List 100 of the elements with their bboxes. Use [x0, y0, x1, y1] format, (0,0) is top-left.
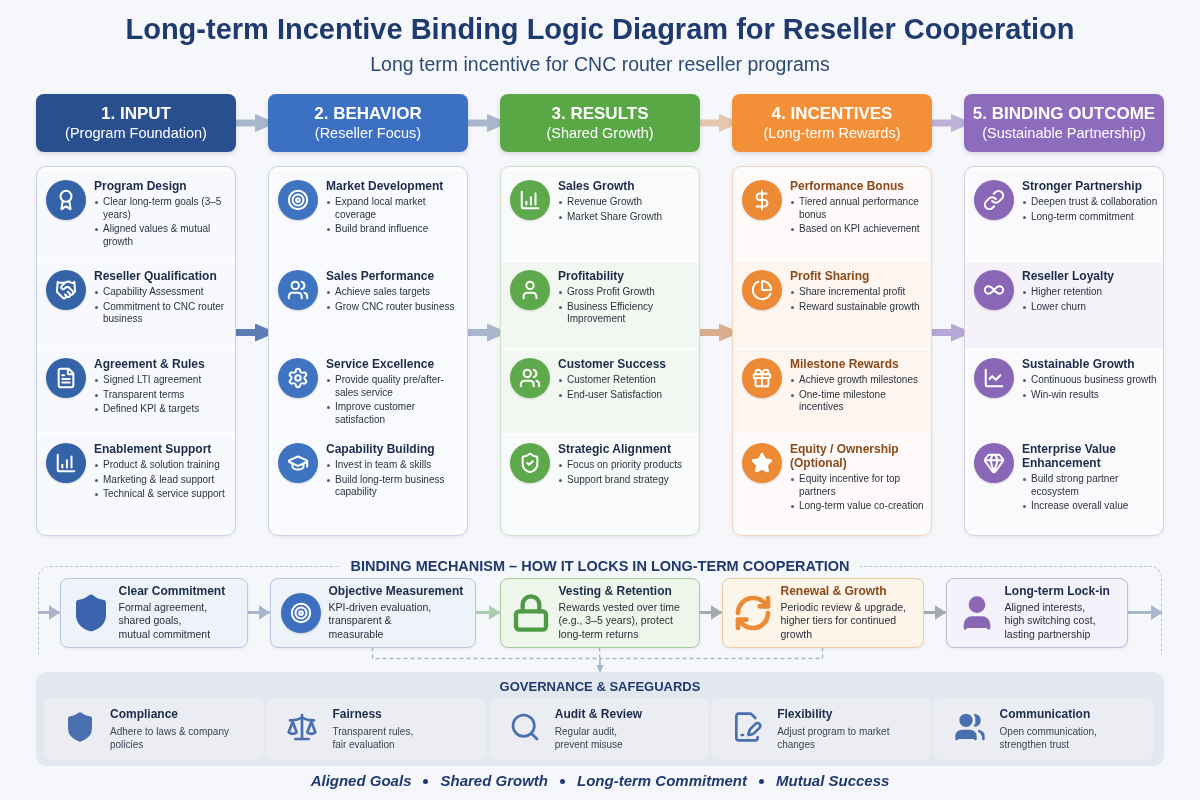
mechanism-box	[499, 577, 700, 648]
item-description: Open communication, strengthen trust	[999, 725, 1098, 751]
bullet-text: Revenue Growth	[558, 196, 643, 209]
item-row	[269, 435, 467, 531]
bullet-text: Tiered annual performance bonus	[790, 196, 927, 221]
item-title: Capability Building	[326, 442, 435, 456]
governance-panel	[36, 672, 1164, 766]
column-title: 5. BINDING OUTCOME	[972, 102, 1156, 125]
item-description: Regular audit, prevent misuse	[554, 725, 624, 751]
box-title: Renewal & Growth	[780, 583, 887, 599]
bullet-text: Continuous business growth	[1022, 374, 1157, 387]
bullet-text: Gross Profit Growth	[558, 286, 655, 299]
item-title: Strategic Alignment	[558, 442, 671, 456]
column-subtitle: (Program Foundation)	[65, 124, 207, 144]
item-row	[965, 350, 1163, 433]
column-title: 1. INPUT	[101, 102, 171, 125]
bullet-text: Build brand influence	[326, 223, 429, 236]
item-title: Reseller Loyalty	[1022, 269, 1115, 283]
bullet-text: Expand local market coverage	[326, 196, 463, 221]
tagline-text: Mutual Success	[776, 771, 890, 791]
column-panel	[732, 166, 932, 536]
item-title: Compliance	[110, 707, 178, 722]
column-panel	[268, 166, 468, 536]
bullet-text: Business Efficiency Improvement	[558, 300, 695, 326]
bullet-text: Marketing & lead support	[94, 473, 215, 486]
item-row	[501, 262, 699, 348]
bullet-text: Commitment to CNC router business	[94, 300, 231, 326]
column-panel	[964, 166, 1164, 536]
item-row	[965, 262, 1163, 348]
bullet-text: Share incremental profit	[790, 286, 906, 299]
bullet-text: End-user Satisfaction	[558, 388, 663, 401]
item-title: Enablement Support	[94, 442, 212, 456]
bullet-text: Capability Assessment	[94, 286, 204, 299]
column-header	[732, 94, 932, 152]
item-row	[733, 350, 931, 433]
subtitle: Long term incentive for CNC router reseller programs	[370, 53, 830, 77]
bullet-text: Product & solution training	[94, 459, 220, 472]
bullet-text: Invest in team & skills	[326, 459, 432, 472]
item-row	[37, 262, 235, 348]
bullet-text: Technical & service support	[94, 488, 225, 501]
column-panel	[500, 166, 700, 536]
box-title: Clear Commitment	[118, 583, 226, 599]
item-row	[733, 172, 931, 260]
bullet-text: Support brand strategy	[558, 473, 669, 486]
bullet-text: Grow CNC router business	[326, 300, 455, 313]
box-description: Rewards vested over time (e.g., 3–5 years), protect long-term returns	[558, 600, 681, 642]
bullet-text: Win-win results	[1022, 388, 1099, 401]
item-title: Fairness	[332, 707, 382, 722]
item-title: Program Design	[94, 179, 187, 193]
bullet-text: One-time milestone incentives	[790, 388, 927, 414]
bullet-text: Long-term value co-creation	[790, 500, 924, 513]
column-title: 3. RESULTS	[551, 102, 649, 125]
safeguard-item	[711, 698, 932, 760]
item-row	[733, 262, 931, 348]
item-title: Communication	[999, 707, 1091, 722]
column-title: 4. INCENTIVES	[771, 102, 893, 125]
item-title: Flexibility	[777, 707, 833, 722]
column-header	[268, 94, 468, 152]
box-title: Long-term Lock-in	[1004, 583, 1110, 599]
item-title: Sustainable Growth	[1022, 357, 1135, 371]
bullet-text: Defined KPI & targets	[94, 403, 200, 416]
safeguard-item	[44, 698, 264, 760]
box-description: KPI-driven evaluation, transparent & measurable	[328, 600, 433, 642]
column-subtitle: (Sustainable Partnership)	[982, 124, 1146, 144]
item-row	[965, 435, 1163, 531]
column-subtitle: (Shared Growth)	[546, 124, 654, 144]
bullet-text: Lower churn	[1022, 300, 1087, 313]
panel-title: GOVERNANCE & SAFEGUARDS	[499, 679, 701, 695]
bullet-text: Focus on priority products	[558, 459, 683, 472]
item-row	[269, 350, 467, 433]
bullet-text: Increase overall value	[1022, 500, 1129, 513]
box-description: Periodic review & upgrade, higher tiers for continued growth	[780, 600, 907, 642]
item-description: Adjust program to market changes	[777, 725, 891, 751]
bullet-text: Build long-term business capability	[326, 473, 463, 499]
item-title: Equity / Ownership (Optional)	[790, 442, 900, 470]
item-title: Sales Performance	[326, 269, 435, 283]
item-title: Profitability	[558, 269, 624, 283]
dashed-arrow	[596, 646, 824, 673]
column-subtitle: (Reseller Focus)	[314, 124, 422, 144]
box-title: Objective Measurement	[328, 583, 464, 599]
item-title: Audit & Review	[554, 707, 643, 722]
bullet-text: Aligned values & mutual growth	[94, 223, 231, 248]
item-description: Transparent rules, fair evaluation	[332, 725, 415, 751]
tagline-text: Aligned Goals	[310, 771, 412, 791]
item-title: Agreement & Rules	[94, 357, 205, 371]
item-title: Sales Growth	[558, 179, 635, 193]
column-header	[964, 94, 1164, 152]
item-row	[269, 262, 467, 348]
item-row	[37, 172, 235, 260]
item-title: Reseller Qualification	[94, 269, 217, 283]
bullet-text: Build strong partner ecosystem	[1022, 473, 1159, 498]
tagline-text: Long-term Commitment	[577, 771, 747, 791]
item-title: Stronger Partnership	[1022, 179, 1143, 193]
bullet-text: Equity incentive for top partners	[790, 473, 927, 498]
bullet-text: Based on KPI achievement	[790, 223, 920, 236]
column-header	[36, 94, 236, 152]
item-row	[37, 435, 235, 531]
item-row	[269, 172, 467, 260]
item-row	[37, 350, 235, 433]
bullet-text: Achieve growth milestones	[790, 374, 918, 387]
